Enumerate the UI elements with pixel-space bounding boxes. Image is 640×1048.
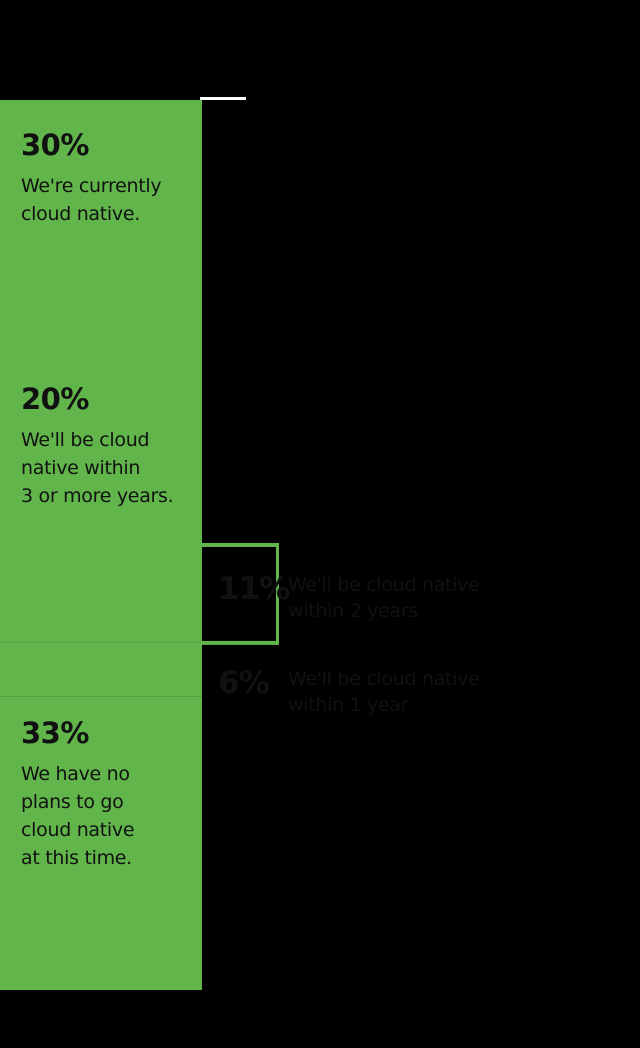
- segment-label-3-plus-years: 20% We'll be cloud native within 3 or mo…: [21, 382, 174, 510]
- segment-description-no-plans: We have no plans to go cloud native at t…: [21, 763, 135, 869]
- bar-segment-2: [0, 545, 202, 643]
- segment-description-current: We're currently cloud native.: [21, 175, 162, 225]
- segment-percent-3-plus-years: 20%: [21, 382, 89, 416]
- bar-segment-4: [0, 696, 202, 990]
- top-accent-line: [200, 97, 246, 100]
- side-description-2-years: We'll be cloud native within 2 years: [288, 574, 480, 622]
- side-label-1-year: 6% We'll be cloud native within 1 year: [218, 666, 480, 718]
- side-percent-1-year: 6%: [218, 665, 270, 701]
- side-description-1-year: We'll be cloud native within 1 year: [288, 668, 480, 716]
- bracket-line-middle: [202, 640, 278, 645]
- segment-percent-current: 30%: [21, 128, 89, 162]
- bracket-connector: [276, 543, 279, 645]
- side-percent-2-years: 11%: [218, 571, 290, 607]
- segment-label-current: 30% We're currently cloud native.: [21, 128, 162, 228]
- bar-segment-3: [0, 642, 202, 697]
- bar-segment-0: [0, 100, 202, 367]
- segment-percent-no-plans: 33%: [21, 716, 89, 750]
- bracket-line-upper: [202, 543, 278, 547]
- bar-segment-1: [0, 367, 202, 545]
- segment-description-3-plus-years: We'll be cloud native within 3 or more y…: [21, 429, 174, 507]
- segment-label-no-plans: 33% We have no plans to go cloud native …: [21, 716, 135, 872]
- side-label-2-years: 11% We'll be cloud native within 2 years: [218, 572, 480, 624]
